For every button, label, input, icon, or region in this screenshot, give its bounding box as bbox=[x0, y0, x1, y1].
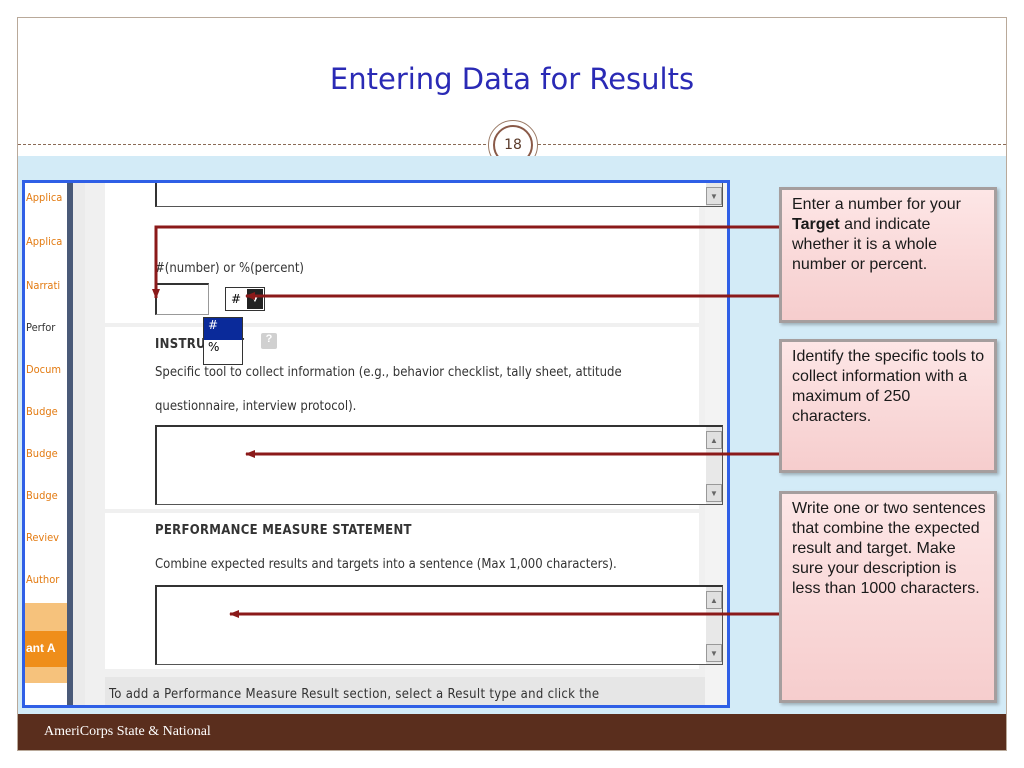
nav-gutter bbox=[73, 183, 85, 705]
target-label: #(number) or %(percent) bbox=[155, 261, 304, 276]
help-icon[interactable]: ? bbox=[261, 333, 277, 349]
scrollbar[interactable]: ▲ ▼ bbox=[706, 587, 722, 664]
nav-item[interactable]: Applica bbox=[26, 235, 63, 248]
callout-target-bold: Target bbox=[792, 216, 840, 233]
nav-item-current[interactable]: Perfor bbox=[26, 321, 56, 334]
add-result-strip: To add a Performance Measure Result sect… bbox=[105, 677, 705, 705]
callout-statement-text: Write one or two sentences that combine … bbox=[792, 500, 986, 597]
unit-dropdown-list[interactable]: # % bbox=[203, 317, 243, 365]
instrument-panel: INSTRUMENT Specific tool to collect info… bbox=[105, 327, 723, 509]
dropdown-option-number[interactable]: # bbox=[204, 318, 242, 340]
nav-highlight[interactable]: ant A bbox=[25, 631, 67, 667]
statement-description: Combine expected results and targets int… bbox=[155, 557, 617, 572]
nav-item[interactable]: Budge bbox=[26, 447, 58, 460]
slide-title: Entering Data for Results bbox=[329, 62, 695, 96]
statement-textarea[interactable]: ▲ ▼ bbox=[155, 585, 723, 665]
nav-item[interactable]: Author bbox=[26, 573, 60, 586]
callout-instrument: Identify the specific tools to collect i… bbox=[779, 339, 997, 473]
nav-separator bbox=[67, 183, 73, 705]
statement-panel: PERFORMANCE MEASURE STATEMENT Combine ex… bbox=[105, 513, 723, 669]
scroll-up-icon[interactable]: ▲ bbox=[706, 431, 722, 449]
dropdown-option-percent[interactable]: % bbox=[208, 340, 220, 354]
footer: AmeriCorps State & National bbox=[18, 714, 1006, 750]
statement-heading: PERFORMANCE MEASURE STATEMENT bbox=[155, 523, 412, 538]
nav-item[interactable]: Applica bbox=[26, 191, 63, 204]
instrument-textarea[interactable]: ▲ ▼ bbox=[155, 425, 723, 505]
scroll-down-icon[interactable]: ▼ bbox=[706, 484, 722, 502]
callout-statement: Write one or two sentences that combine … bbox=[779, 491, 997, 703]
footer-text: AmeriCorps State & National bbox=[44, 724, 211, 739]
nav-item[interactable]: Budge bbox=[26, 405, 58, 418]
instrument-description: Specific tool to collect information (e.… bbox=[155, 365, 622, 380]
scrollbar[interactable]: ▲ ▼ bbox=[706, 427, 722, 504]
nav-item[interactable]: Reviev bbox=[26, 531, 60, 544]
target-unit-select[interactable]: # ▼ bbox=[225, 287, 265, 311]
nav-item[interactable]: Budge bbox=[26, 489, 58, 502]
target-panel: ▼ #(number) or %(percent) # ▼ bbox=[105, 183, 723, 323]
form-area: ▼ #(number) or %(percent) # ▼ INSTRUMENT… bbox=[85, 183, 723, 705]
form-screenshot: Applica Applica Narrati Perfor Docum Bud… bbox=[22, 180, 730, 708]
callout-target: Enter a number for your Target and indic… bbox=[779, 187, 997, 323]
callout-target-text: Enter a number for your bbox=[792, 196, 961, 213]
callout-target-text-end: and indicate whether it is a whole numbe… bbox=[792, 216, 937, 273]
target-number-input[interactable] bbox=[155, 283, 209, 315]
chevron-down-icon[interactable]: ▼ bbox=[247, 289, 263, 309]
scroll-up-icon[interactable]: ▲ bbox=[706, 591, 722, 609]
callout-instrument-text: Identify the specific tools to collect i… bbox=[792, 348, 985, 425]
nav-item[interactable]: Narrati bbox=[26, 279, 61, 292]
scroll-down-icon[interactable]: ▼ bbox=[706, 644, 722, 662]
select-value: # bbox=[231, 292, 242, 306]
previous-textarea[interactable]: ▼ bbox=[155, 183, 723, 207]
scroll-down-icon[interactable]: ▼ bbox=[706, 187, 722, 205]
scrollbar[interactable]: ▼ bbox=[706, 183, 722, 206]
nav-item[interactable]: Docum bbox=[26, 363, 62, 376]
left-nav: Applica Applica Narrati Perfor Docum Bud… bbox=[25, 183, 67, 705]
add-result-text: To add a Performance Measure Result sect… bbox=[109, 687, 600, 702]
instrument-description-cont: questionnaire, interview protocol). bbox=[155, 399, 357, 414]
